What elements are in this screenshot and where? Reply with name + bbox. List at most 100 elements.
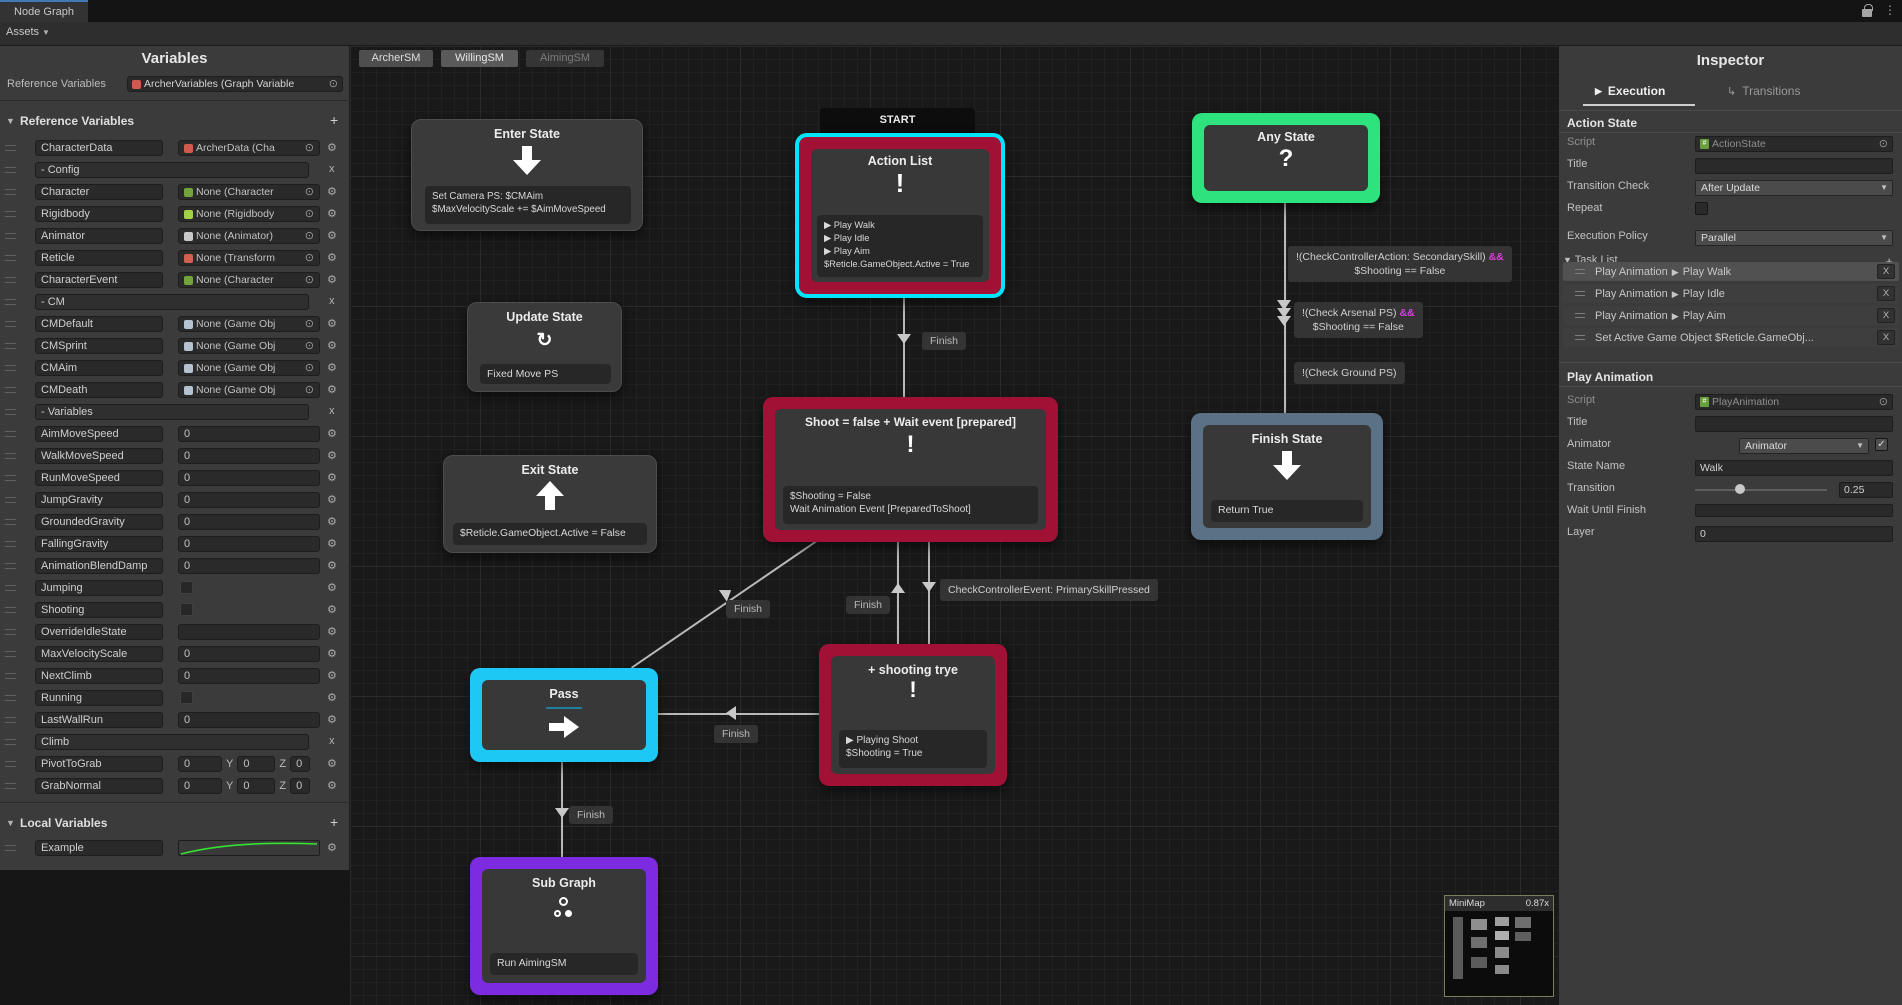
- state-name-field[interactable]: Walk: [1695, 460, 1893, 476]
- variable-name-field[interactable]: RunMoveSpeed: [35, 470, 163, 486]
- assets-menu-button[interactable]: Assets▼: [6, 26, 50, 38]
- object-picker-icon[interactable]: ⊙: [305, 383, 314, 397]
- gear-icon[interactable]: ⚙: [327, 273, 337, 286]
- checkbox[interactable]: [180, 691, 193, 704]
- gear-icon[interactable]: ⚙: [327, 207, 337, 220]
- value-field[interactable]: 0: [178, 712, 320, 728]
- drag-handle-icon[interactable]: [5, 255, 16, 261]
- node-update-state[interactable]: Update State ↻ Fixed Move PS: [467, 302, 622, 392]
- drag-handle-icon[interactable]: [5, 233, 16, 239]
- variable-name-field[interactable]: CMDeath: [35, 382, 163, 398]
- variable-row[interactable]: Animator None (Animator) ⊙ ⚙: [0, 228, 350, 245]
- drag-handle-icon[interactable]: [5, 321, 16, 327]
- drag-handle-icon[interactable]: [5, 761, 16, 767]
- y-field[interactable]: 0: [237, 756, 275, 772]
- animator-checkbox[interactable]: ✓: [1875, 438, 1888, 451]
- tab-execution[interactable]: ▶ Execution: [1595, 84, 1665, 98]
- drag-handle-icon[interactable]: [1575, 291, 1585, 296]
- checkbox[interactable]: [180, 581, 193, 594]
- variable-row[interactable]: CharacterEvent None (Character ⊙ ⚙: [0, 272, 350, 289]
- variable-row[interactable]: WalkMoveSpeed 0 ⚙: [0, 448, 350, 465]
- object-picker-icon[interactable]: ⊙: [305, 317, 314, 331]
- object-picker-icon[interactable]: ⊙: [305, 361, 314, 375]
- drag-handle-icon[interactable]: [5, 211, 16, 217]
- object-field[interactable]: None (Animator) ⊙: [178, 228, 320, 244]
- gear-icon[interactable]: ⚙: [327, 493, 337, 506]
- variable-row[interactable]: PivotToGrab 0 Y 0 Z 0 ⚙: [0, 756, 350, 773]
- gear-icon[interactable]: ⚙: [327, 779, 337, 792]
- value-field[interactable]: 0: [178, 492, 320, 508]
- variable-row[interactable]: Shooting ⚙: [0, 602, 350, 619]
- variable-name-field[interactable]: Character: [35, 184, 163, 200]
- transition-condition[interactable]: !(CheckControllerAction: SecondarySkill)…: [1288, 246, 1512, 282]
- drag-handle-icon[interactable]: [5, 453, 16, 459]
- gear-icon[interactable]: ⚙: [327, 251, 337, 264]
- graph-tab-willingsm[interactable]: WillingSM: [441, 50, 518, 67]
- remove-task-button[interactable]: X: [1877, 308, 1895, 323]
- drag-handle-icon[interactable]: [5, 563, 16, 569]
- variable-name-field[interactable]: CharacterEvent: [35, 272, 163, 288]
- remove-task-button[interactable]: X: [1877, 264, 1895, 279]
- tab-transitions[interactable]: ↳ Transitions: [1727, 84, 1800, 98]
- object-field[interactable]: None (Rigidbody ⊙: [178, 206, 320, 222]
- graph-tab-aimingsm[interactable]: AimingSM: [526, 50, 604, 67]
- object-picker-icon[interactable]: ⊙: [305, 339, 314, 353]
- z-field[interactable]: 0: [290, 778, 310, 794]
- execution-policy-dropdown[interactable]: Parallel▼: [1695, 230, 1893, 246]
- gear-icon[interactable]: ⚙: [327, 841, 337, 854]
- variable-row[interactable]: GrabNormal 0 Y 0 Z 0 ⚙: [0, 778, 350, 795]
- gear-icon[interactable]: ⚙: [327, 581, 337, 594]
- gear-icon[interactable]: ⚙: [327, 515, 337, 528]
- drag-handle-icon[interactable]: [5, 299, 16, 305]
- drag-handle-icon[interactable]: [5, 695, 16, 701]
- transition-value-field[interactable]: 0.25: [1839, 482, 1893, 498]
- drag-handle-icon[interactable]: [5, 497, 16, 503]
- gear-icon[interactable]: ⚙: [327, 757, 337, 770]
- object-picker-icon[interactable]: ⊙: [1879, 395, 1888, 409]
- object-field[interactable]: None (Game Obj ⊙: [178, 338, 320, 354]
- object-field[interactable]: None (Game Obj ⊙: [178, 316, 320, 332]
- remove-button[interactable]: x: [329, 405, 335, 417]
- drag-handle-icon[interactable]: [5, 607, 16, 613]
- node-sub-graph[interactable]: Sub Graph Run AimingSM: [470, 857, 658, 995]
- variable-name-field[interactable]: JumpGravity: [35, 492, 163, 508]
- object-field[interactable]: None (Game Obj ⊙: [178, 360, 320, 376]
- variable-row[interactable]: MaxVelocityScale 0 ⚙: [0, 646, 350, 663]
- checkbox[interactable]: [180, 603, 193, 616]
- drag-handle-icon[interactable]: [5, 673, 16, 679]
- drag-handle-icon[interactable]: [5, 189, 16, 195]
- drag-handle-icon[interactable]: [5, 717, 16, 723]
- drag-handle-icon[interactable]: [5, 145, 16, 151]
- drag-handle-icon[interactable]: [1575, 269, 1585, 274]
- variable-name-field[interactable]: AimMoveSpeed: [35, 426, 163, 442]
- object-picker-icon[interactable]: ⊙: [305, 185, 314, 199]
- variable-name-field[interactable]: Rigidbody: [35, 206, 163, 222]
- drag-handle-icon[interactable]: [5, 739, 16, 745]
- variable-row[interactable]: Running ⚙: [0, 690, 350, 707]
- graph-tab-archersm[interactable]: ArcherSM: [359, 50, 433, 67]
- curve-field[interactable]: [178, 840, 320, 856]
- value-field[interactable]: 0: [178, 668, 320, 684]
- object-field[interactable]: ArcherData (Cha ⊙: [178, 140, 320, 156]
- gear-icon[interactable]: ⚙: [327, 141, 337, 154]
- gear-icon[interactable]: ⚙: [327, 339, 337, 352]
- variable-name-field[interactable]: NextClimb: [35, 668, 163, 684]
- value-field[interactable]: 0: [178, 646, 320, 662]
- variable-row[interactable]: JumpGravity 0 ⚙: [0, 492, 350, 509]
- x-field[interactable]: 0: [178, 756, 222, 772]
- remove-button[interactable]: x: [329, 295, 335, 307]
- remove-task-button[interactable]: X: [1877, 286, 1895, 301]
- foldout-icon[interactable]: ▼: [6, 818, 15, 828]
- object-field[interactable]: None (Game Obj ⊙: [178, 382, 320, 398]
- edge-label[interactable]: Finish: [846, 596, 890, 614]
- transition-condition[interactable]: !(Check Ground PS): [1294, 362, 1405, 384]
- remove-task-button[interactable]: X: [1877, 330, 1895, 345]
- drag-handle-icon[interactable]: [5, 431, 16, 437]
- variable-name-field[interactable]: LastWallRun: [35, 712, 163, 728]
- gear-icon[interactable]: ⚙: [327, 471, 337, 484]
- gear-icon[interactable]: ⚙: [327, 185, 337, 198]
- lock-icon[interactable]: [1862, 9, 1872, 17]
- variable-group-field[interactable]: - Config: [35, 162, 309, 178]
- variable-row[interactable]: - CM x: [0, 294, 350, 311]
- node-any-state[interactable]: Any State ?: [1192, 113, 1380, 203]
